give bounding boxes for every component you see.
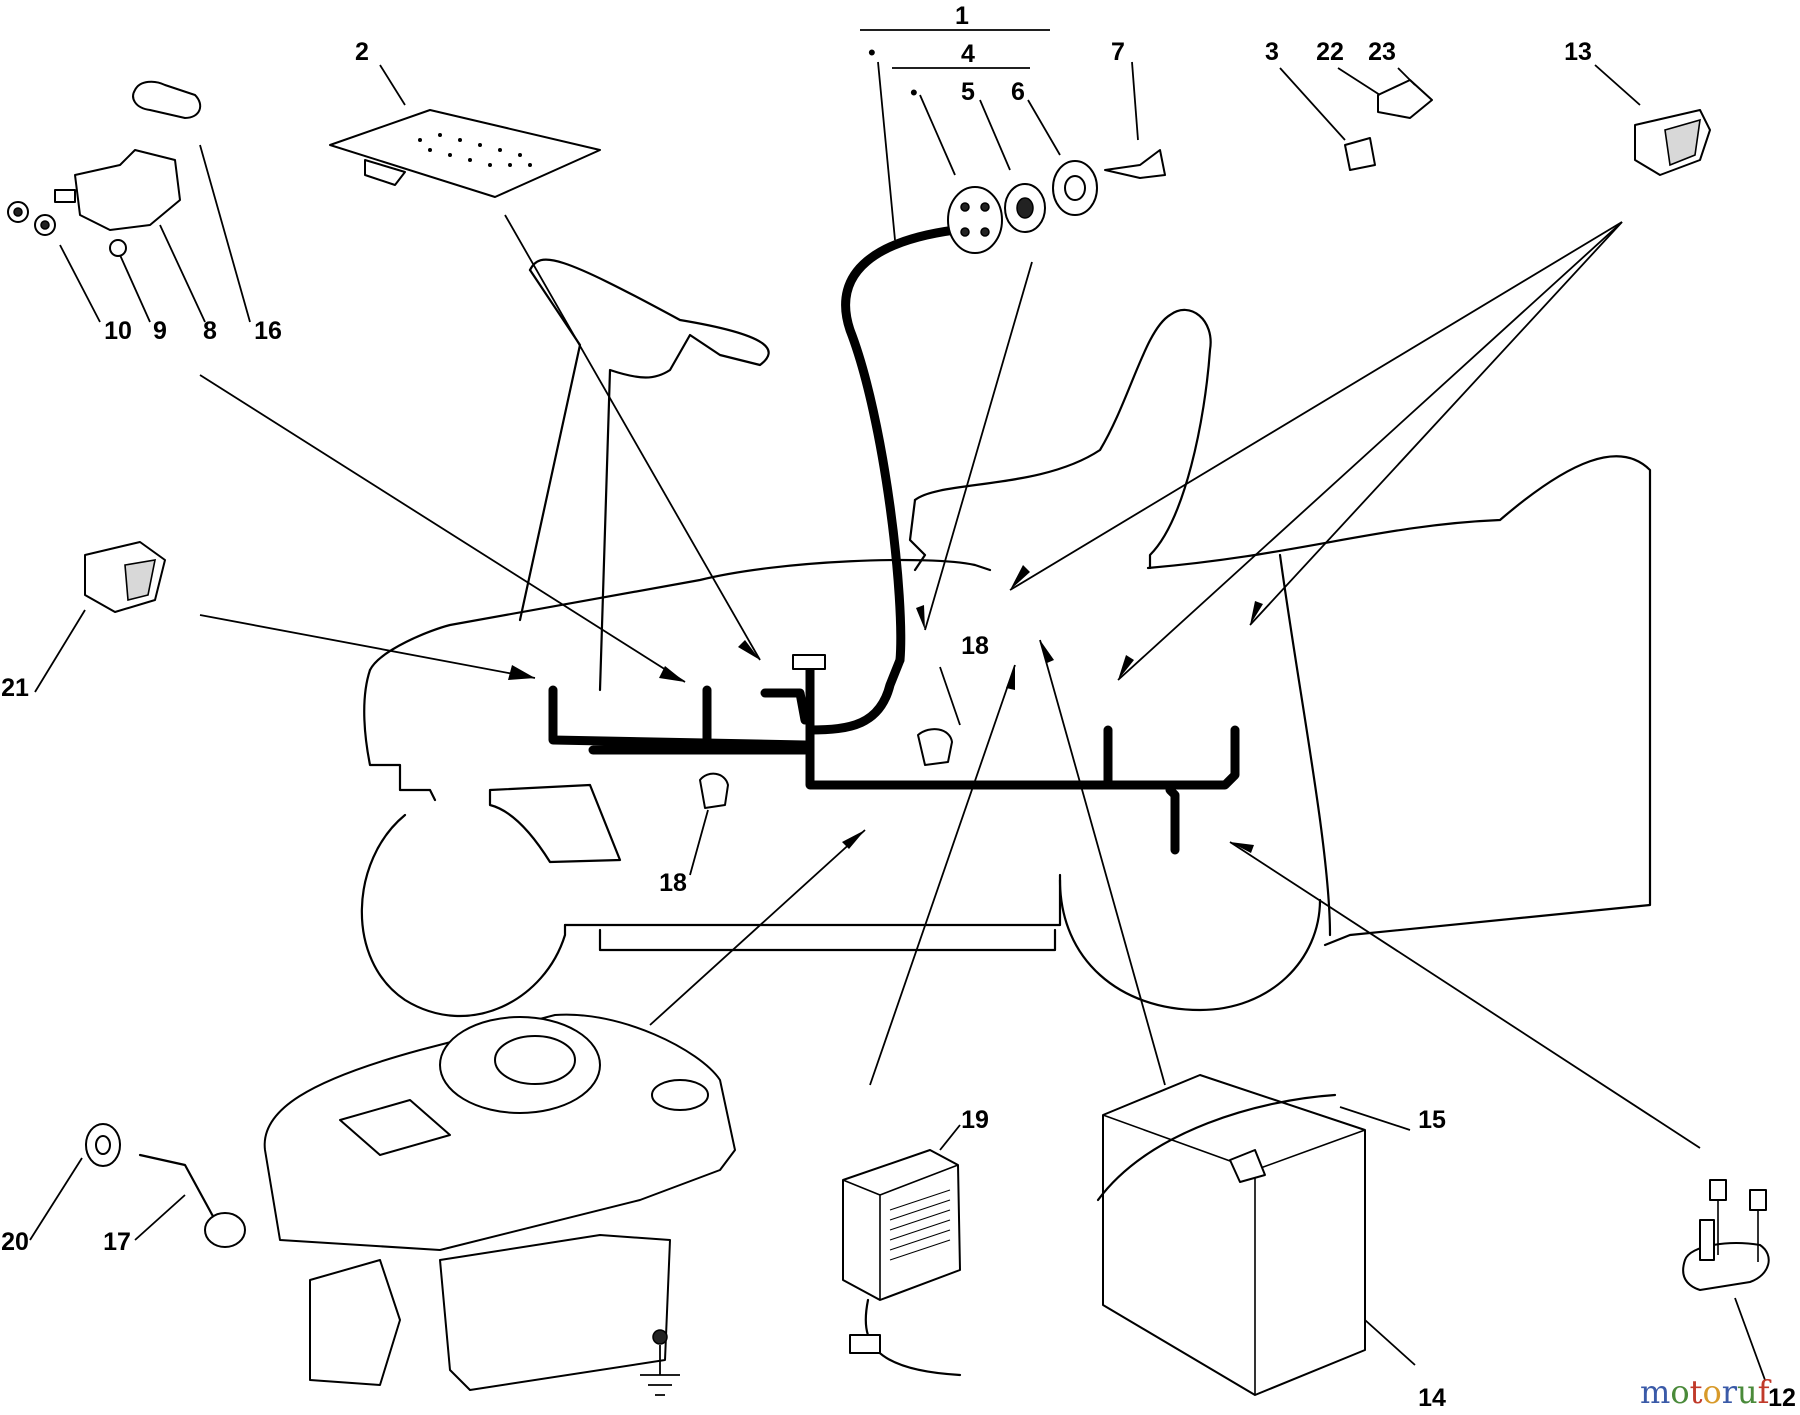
- callout-7: 7: [1111, 38, 1125, 66]
- marker-dot-2: •: [910, 80, 918, 105]
- sensor-switch-part: [1682, 1179, 1770, 1291]
- motoruf-watermark-logo: motoruf: [1640, 1373, 1772, 1411]
- callout-10: 10: [104, 317, 132, 345]
- callout-12: 12: [1768, 1384, 1796, 1412]
- callout-3: 3: [1265, 38, 1279, 66]
- callout-8: 8: [203, 317, 217, 345]
- wm-letter-u: u: [1737, 1373, 1758, 1411]
- callout-18-upper: 18: [961, 632, 989, 660]
- ignition-switch-part: [947, 149, 1166, 254]
- callout-6: 6: [1011, 78, 1025, 106]
- wm-letter-f: f: [1758, 1373, 1772, 1411]
- solenoid-part: [7, 80, 202, 257]
- callout-18-lower: 18: [659, 869, 687, 897]
- callout-19: 19: [961, 1106, 989, 1134]
- svg-text:motoruf: motoruf: [1640, 1373, 1772, 1411]
- rocker-switch-part-21: [84, 541, 166, 613]
- callout-22: 22: [1316, 38, 1344, 66]
- callout-13: 13: [1564, 38, 1592, 66]
- spring-washer-part: [85, 1123, 246, 1248]
- wm-letter-o1: o: [1670, 1373, 1689, 1411]
- callout-21: 21: [1, 674, 29, 702]
- callout-9: 9: [153, 317, 167, 345]
- circuit-board-part: [329, 109, 601, 198]
- harness-connector: [792, 654, 826, 670]
- callout-20: 20: [1, 1228, 29, 1256]
- wm-letter-r: r: [1722, 1373, 1738, 1411]
- callout-leaders: [29, 29, 1766, 1381]
- leader-lines: [199, 214, 1701, 1149]
- wm-letter-m: m: [1640, 1373, 1670, 1411]
- engine-part: [263, 1013, 736, 1396]
- callout-2: 2: [355, 38, 369, 66]
- callout-4: 4: [961, 40, 975, 68]
- wm-letter-t: t: [1690, 1373, 1703, 1411]
- callout-15: 15: [1418, 1106, 1446, 1134]
- charger-part: [842, 1149, 962, 1377]
- callout-17: 17: [103, 1228, 131, 1256]
- callout-14: 14: [1418, 1384, 1446, 1412]
- callout-23: 23: [1368, 38, 1396, 66]
- callout-16: 16: [254, 317, 282, 345]
- tractor-outline: [360, 258, 1652, 1017]
- callout-5: 5: [961, 78, 975, 106]
- wire-clip-part: [699, 728, 953, 809]
- callout-1: 1: [955, 2, 969, 30]
- relay-fuse-part: [1344, 79, 1433, 171]
- battery-part: [1096, 1074, 1366, 1396]
- wiring-harness: [548, 225, 1240, 855]
- rocker-switch-part-13: [1634, 109, 1711, 176]
- marker-dot-1: •: [868, 40, 876, 65]
- wm-letter-o2: o: [1702, 1373, 1721, 1411]
